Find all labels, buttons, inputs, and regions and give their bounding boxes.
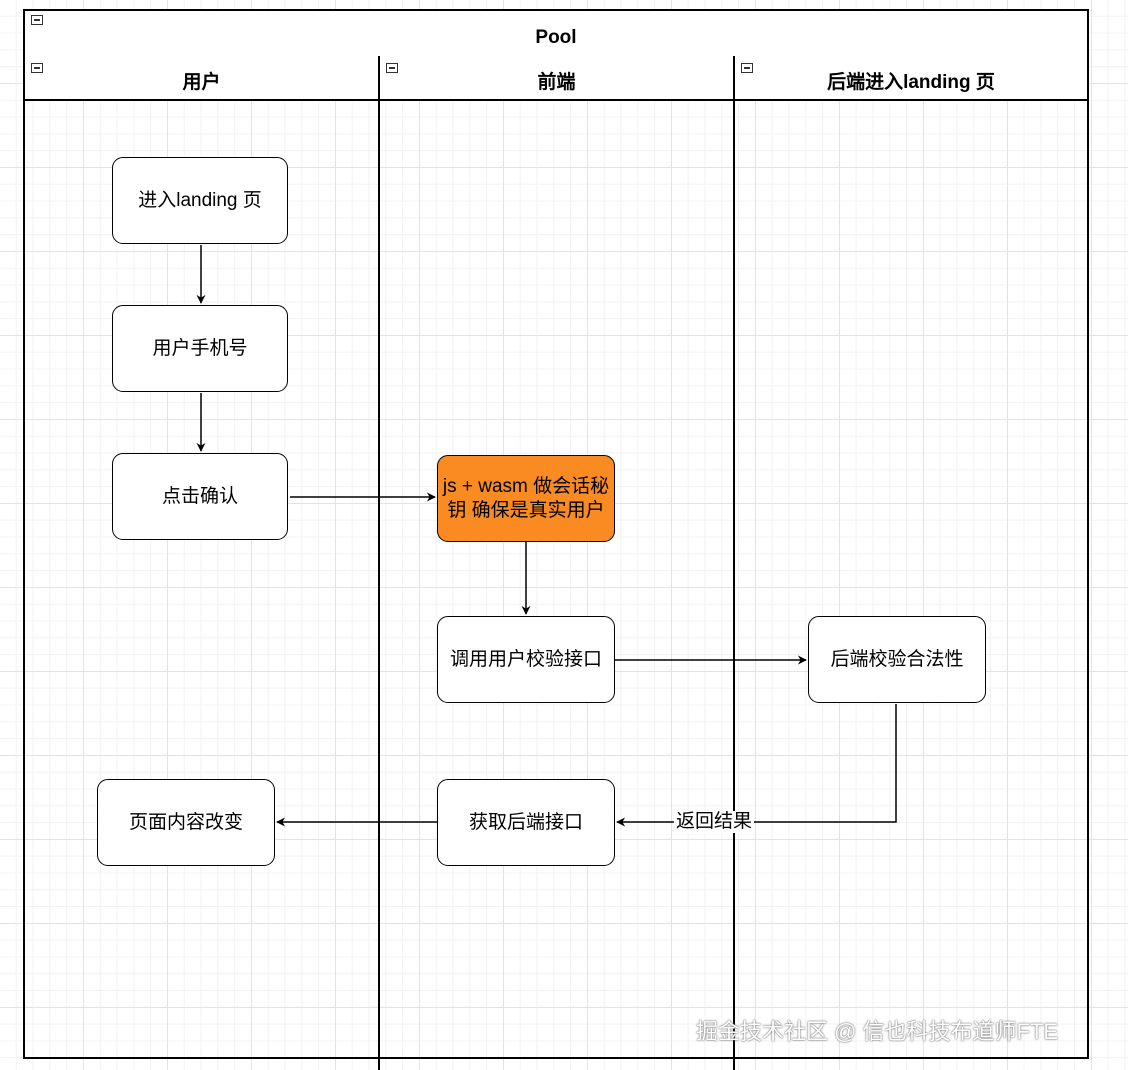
node-js-wasm[interactable]: js + wasm 做会话秘钥 确保是真实用户 — [437, 455, 615, 542]
node-page-change[interactable]: 页面内容改变 — [97, 779, 275, 866]
collapse-icon[interactable] — [741, 63, 753, 73]
lane-header-user: 用户 — [25, 56, 378, 101]
edge-backend-to-fetch — [616, 704, 897, 827]
watermark: 掘金技术社区 @ 信也科技布道师FTE — [696, 1019, 1059, 1044]
lane-divider — [378, 56, 380, 1070]
lane-divider — [733, 56, 735, 1070]
node-label: 点击确认 — [161, 485, 238, 507]
node-click-confirm[interactable]: 点击确认 — [112, 453, 288, 540]
node-enter-landing[interactable]: 进入landing 页 — [112, 157, 288, 244]
node-label: 页面内容改变 — [128, 811, 243, 833]
collapse-icon[interactable] — [31, 63, 43, 73]
collapse-icon[interactable] — [31, 15, 43, 25]
node-user-phone[interactable]: 用户手机号 — [112, 305, 288, 392]
lane-header-frontend: 前端 — [380, 56, 733, 101]
node-call-verify-api[interactable]: 调用用户校验接口 — [437, 616, 615, 703]
lane-title: 后端进入landing 页 — [827, 72, 995, 93]
lane-frontend: 前端 — [380, 56, 733, 1070]
node-label: 进入landing 页 — [138, 189, 262, 211]
node-label: 后端校验合法性 — [830, 648, 964, 670]
node-label: js + wasm 做会话秘钥 确保是真实用户 — [442, 475, 610, 521]
collapse-icon[interactable] — [386, 63, 398, 73]
node-label: 获取后端接口 — [468, 811, 583, 833]
node-backend-verify[interactable]: 后端校验合法性 — [808, 616, 986, 703]
lane-title: 用户 — [182, 72, 221, 93]
lane-header-backend: 后端进入landing 页 — [735, 56, 1087, 101]
node-label: 用户手机号 — [152, 337, 248, 359]
node-fetch-backend-api[interactable]: 获取后端接口 — [437, 779, 615, 866]
lane-title: 前端 — [537, 72, 576, 93]
lane-backend: 后端进入landing 页 — [735, 56, 1087, 1070]
node-label: 调用用户校验接口 — [449, 648, 602, 670]
pool-title: Pool — [535, 27, 577, 48]
lane-user: 用户 — [25, 56, 378, 1070]
edge-label-return-result: 返回结果 — [674, 811, 755, 833]
